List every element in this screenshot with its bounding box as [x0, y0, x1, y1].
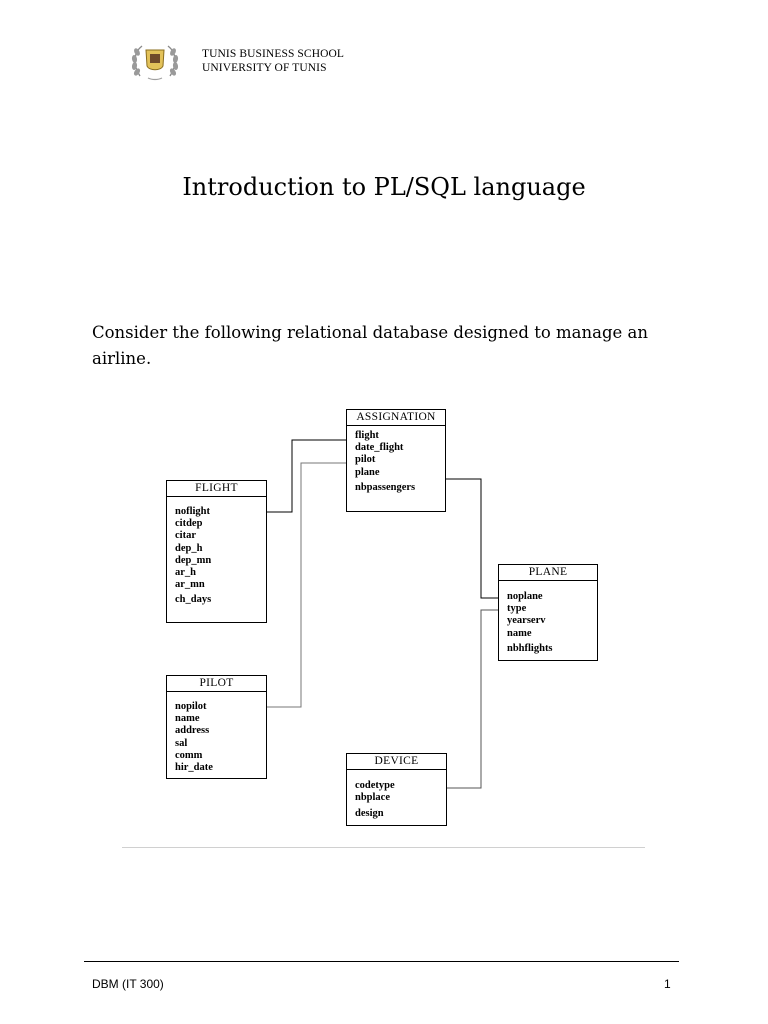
attribute: pilot: [355, 454, 376, 466]
attribute: hir_date: [175, 762, 213, 774]
entity-name: ASSIGNATION: [347, 410, 445, 426]
footer-course: DBM (IT 300): [92, 977, 164, 991]
attribute: type: [507, 603, 527, 615]
attribute: dep_h: [175, 542, 203, 554]
attribute: noflight: [175, 506, 211, 517]
attribute: nbpassengers: [355, 481, 416, 493]
entity-name: PLANE: [499, 565, 597, 581]
laurel-emblem-icon: [131, 45, 179, 81]
entity-device: DEVICE codetype nbplace design: [346, 753, 447, 826]
entity-attributes: nopilot name address sal comm hir_date: [167, 692, 266, 774]
school-line-2: UNIVERSITY OF TUNIS: [202, 62, 327, 74]
footer-rule: [84, 961, 679, 962]
attribute: noplane: [507, 591, 543, 602]
attribute: codetype: [355, 780, 395, 791]
connector-assignation-plane: [445, 478, 498, 599]
attribute: citar: [175, 530, 196, 542]
document-title: Introduction to PL/SQL language: [182, 173, 586, 201]
attribute: ch_days: [175, 594, 212, 606]
intro-paragraph: Consider the following relational databa…: [92, 323, 648, 368]
attribute: ar_h: [175, 567, 196, 579]
connector-assignation-flight: [266, 439, 346, 513]
attribute: dep_mn: [175, 554, 212, 566]
connector-assignation-pilot: [266, 462, 346, 708]
attribute: flight: [355, 430, 379, 441]
attribute: nopilot: [175, 701, 207, 712]
entity-attributes: flight date_flight pilot plane nbpasseng…: [347, 426, 445, 494]
entity-pilot: PILOT nopilot name address sal comm hir_…: [166, 675, 267, 779]
attribute: ar_mn: [175, 579, 205, 591]
entity-name: FLIGHT: [167, 481, 266, 497]
attribute: yearserv: [507, 615, 546, 627]
attribute: comm: [175, 749, 203, 761]
attribute: date_flight: [355, 442, 404, 454]
entity-attributes: noflight citdep citar dep_h dep_mn ar_h …: [167, 497, 266, 607]
attribute: nbhflights: [507, 642, 553, 654]
connector-device-plane: [446, 609, 498, 789]
divider: [122, 847, 645, 848]
attribute: design: [355, 808, 384, 820]
attribute: nbplace: [355, 792, 391, 804]
entity-name: DEVICE: [347, 754, 446, 770]
school-line-1: TUNIS BUSINESS SCHOOL: [202, 48, 345, 60]
attribute: sal: [175, 737, 188, 749]
entity-attributes: noplane type yearserv name nbhflights: [499, 581, 597, 655]
entity-assignation: ASSIGNATION flight date_flight pilot pla…: [346, 409, 446, 512]
footer-page-number: 1: [664, 977, 671, 991]
attribute: citdep: [175, 518, 203, 530]
entity-flight: FLIGHT noflight citdep citar dep_h dep_m…: [166, 480, 267, 623]
attribute: name: [175, 713, 200, 725]
entity-attributes: codetype nbplace design: [347, 770, 446, 821]
attribute: plane: [355, 466, 380, 478]
attribute: name: [507, 627, 532, 639]
attribute: address: [175, 725, 210, 737]
school-logo: [128, 40, 182, 84]
entity-name: PILOT: [167, 676, 266, 692]
school-name: TUNIS BUSINESS SCHOOL UNIVERSITY OF TUNI…: [202, 47, 344, 75]
entity-plane: PLANE noplane type yearserv name nbhflig…: [498, 564, 598, 661]
